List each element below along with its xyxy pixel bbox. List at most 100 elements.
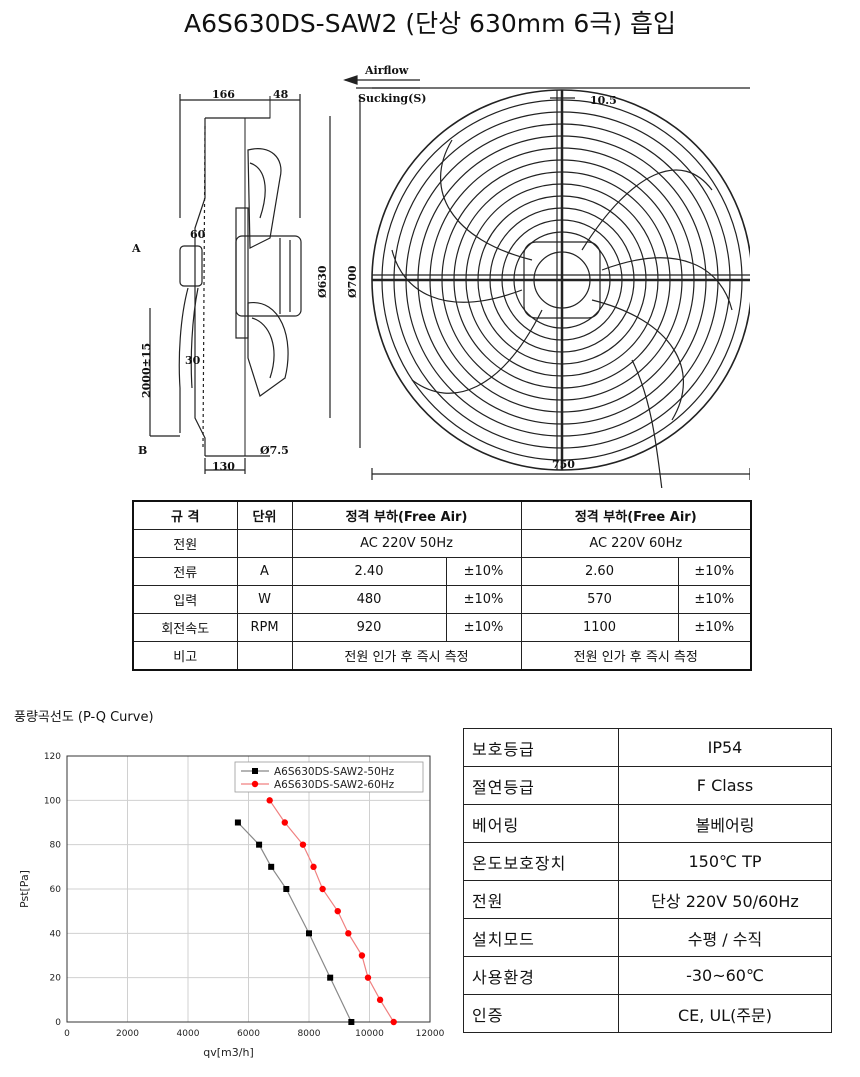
spec-value-60hz: 전원 인가 후 즉시 측정 [520,641,752,671]
spec-value-50hz: 2.40 [291,557,447,586]
prop-value: F Class [618,766,832,805]
spec-name: 비고 [132,641,238,671]
spec-name: 입력 [132,585,238,614]
data-point-60hz [334,907,341,915]
fan-technical-drawing: 166 48 Airflow Sucking(S) 60 A 30 B 130 … [131,64,750,488]
dim-166: 166 [212,88,235,101]
dim-630: Ø630 [316,265,329,298]
table-row: 회전속도 RPM 920 ±10% 1100 ±10% [132,613,752,642]
data-point-50hz [348,1019,355,1025]
spec-value-50hz: 920 [291,613,447,642]
spec-value-50hz: 480 [291,585,447,614]
prop-value: 150℃ TP [618,842,832,881]
prop-key: 절연등급 [463,766,619,805]
data-point-60hz [299,841,307,848]
data-point-60hz [319,885,326,893]
prop-key: 온도보호장치 [463,842,619,881]
spec-header-row: 규 격 단위 정격 부하(Free Air) 정격 부하(Free Air) [132,500,752,530]
dim-48: 48 [273,88,289,101]
spec-unit: W [236,585,293,614]
spec-tolerance-50hz: ±10% [445,557,522,586]
dim-60: 60 [190,228,206,241]
spec-value-60hz: 570 [520,585,679,614]
spec-value-60hz: 2.60 [520,557,679,586]
spec-name: 전원 [132,529,238,558]
prop-key: 설치모드 [463,918,619,957]
x-tick-label: 12000 [416,1029,444,1039]
prop-key: 사용환경 [463,956,619,995]
series-line-60hz [269,799,395,1023]
prop-value: 단상 220V 50/60Hz [618,880,832,919]
x-axis-label: qv[m3/h] [203,1046,253,1059]
series-line-50hz [237,822,352,1023]
legend-marker-50hz [252,768,258,774]
data-point-60hz [345,930,352,937]
spec-unit: A [236,557,293,586]
dim-7-5: Ø7.5 [260,444,289,457]
data-point-60hz [364,974,372,981]
table-row: 전원 AC 220V 50Hz AC 220V 60Hz [132,529,752,558]
y-tick-label: 120 [44,752,61,762]
prop-key: 보호등급 [463,728,619,767]
airflow-label: Airflow [364,64,409,77]
spec-tolerance-60hz: ±10% [677,585,752,614]
y-axis-label: Pst[Pa] [18,870,31,908]
spec-name: 전류 [132,557,238,586]
table-row: 입력 W 480 ±10% 570 ±10% [132,585,752,614]
dim-130: 130 [212,460,235,473]
dim-700: Ø700 [346,265,359,298]
legend-label-50hz: A6S630DS-SAW2-50Hz [274,766,395,778]
data-point-60hz [358,952,366,959]
spec-tolerance-50hz: ±10% [445,585,522,614]
spec-unit: RPM [236,613,293,642]
page-title: A6S630DS-SAW2 (단상 630mm 6극) 흡입 [183,9,677,38]
legend-box [234,761,424,793]
spec-tolerance-50hz: ±10% [445,613,522,642]
data-point-60hz [310,863,317,871]
curve-title: 풍량곡선도 (P-Q Curve) [14,710,154,725]
x-tick-label: 0 [64,1029,70,1039]
spec-value-50hz: 전원 인가 후 즉시 측정 [291,641,522,671]
spec-header-60hz: 정격 부하(Free Air) [520,500,752,530]
prop-value: 수평 / 수직 [618,918,832,957]
sucking-label: Sucking(S) [358,92,426,105]
label-a: A [131,242,141,255]
data-point-60hz [390,1018,397,1026]
legend-marker-60hz [251,780,259,788]
table-row: 전류 A 2.40 ±10% 2.60 ±10% [132,557,752,586]
data-point-60hz [281,819,288,826]
prop-value: CE, UL(주문) [618,994,832,1033]
spec-header-unit: 단위 [236,500,293,530]
y-tick-label: 60 [50,885,62,895]
spec-unit [236,641,293,671]
x-tick-label: 10000 [355,1029,384,1039]
spec-value-60hz: AC 220V 60Hz [520,529,752,558]
data-point-50hz [283,886,290,892]
prop-key: 전원 [463,880,619,919]
spec-tolerance-60hz: ±10% [677,613,752,642]
dim-2000: 2000±15 [140,343,153,398]
data-point-50hz [234,819,241,826]
spec-tolerance-60hz: ±10% [677,557,752,586]
y-tick-label: 0 [55,1018,61,1028]
label-b: B [138,444,147,457]
y-tick-label: 80 [50,841,62,851]
y-tick-label: 40 [50,929,62,939]
spec-header-name: 규 격 [132,500,238,530]
x-tick-label: 4000 [177,1029,200,1039]
data-point-50hz [256,841,263,848]
prop-value: IP54 [618,728,832,767]
data-point-50hz [268,863,275,870]
spec-header-50hz: 정격 부하(Free Air) [291,500,522,530]
prop-key: 베어링 [463,804,619,843]
spec-unit [236,529,293,558]
y-tick-label: 100 [44,796,61,806]
